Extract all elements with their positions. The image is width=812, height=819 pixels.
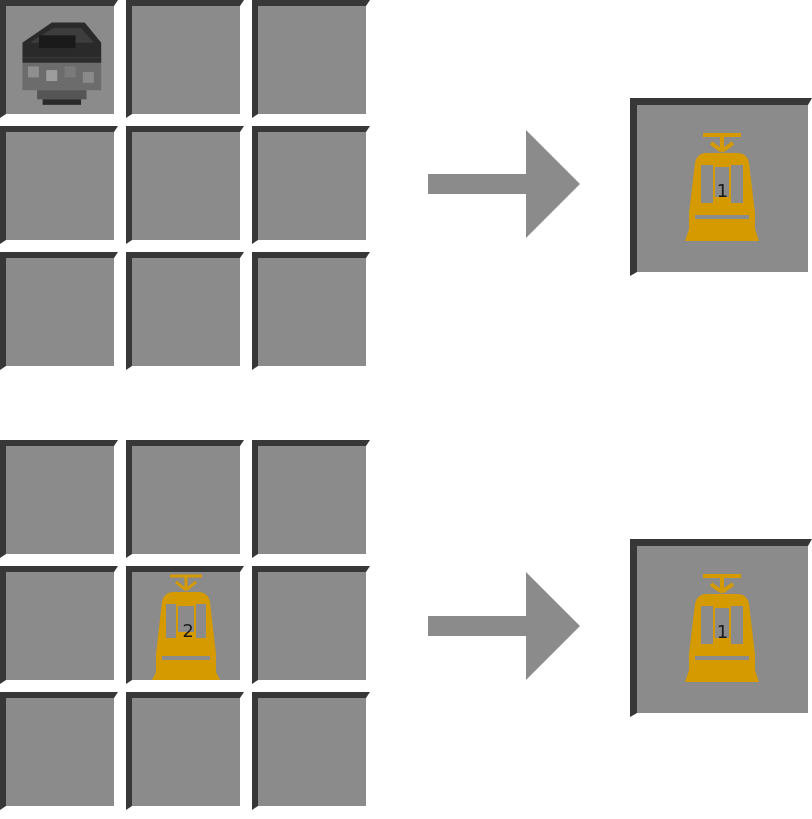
tram-icon: 1: [637, 105, 808, 272]
item-count: 1: [716, 621, 729, 643]
crafting-slot-9[interactable]: [252, 252, 370, 370]
tram-icon: 1: [637, 546, 808, 713]
crafting-slot-3[interactable]: [252, 440, 370, 558]
result-slot-recipe-2[interactable]: 1: [630, 539, 812, 717]
crafting-slot-2[interactable]: [126, 440, 244, 558]
crafting-slot-1[interactable]: [0, 0, 118, 118]
crafting-slot-7[interactable]: [0, 252, 118, 370]
crafting-grid-recipe-2: 2: [0, 440, 378, 818]
crafting-slot-4[interactable]: [0, 566, 118, 684]
item-count: 1: [716, 180, 729, 202]
crafting-slot-3[interactable]: [252, 0, 370, 118]
crafting-slot-5[interactable]: [126, 126, 244, 244]
crafting-slot-4[interactable]: [0, 126, 118, 244]
crafting-grid-recipe-1: [0, 0, 378, 378]
hopper-icon: [6, 6, 114, 114]
tram-icon: 2: [132, 572, 240, 680]
crafting-slot-6[interactable]: [252, 126, 370, 244]
item-count: 2: [182, 621, 194, 643]
arrow-right-icon: [426, 130, 586, 240]
crafting-slot-8[interactable]: [126, 252, 244, 370]
crafting-slot-1[interactable]: [0, 440, 118, 558]
crafting-slot-6[interactable]: [252, 566, 370, 684]
crafting-slot-5[interactable]: 2: [126, 566, 244, 684]
result-slot-recipe-1[interactable]: 1: [630, 98, 812, 276]
crafting-slot-8[interactable]: [126, 692, 244, 810]
crafting-slot-9[interactable]: [252, 692, 370, 810]
crafting-slot-2[interactable]: [126, 0, 244, 118]
crafting-slot-7[interactable]: [0, 692, 118, 810]
arrow-right-icon: [426, 572, 586, 682]
